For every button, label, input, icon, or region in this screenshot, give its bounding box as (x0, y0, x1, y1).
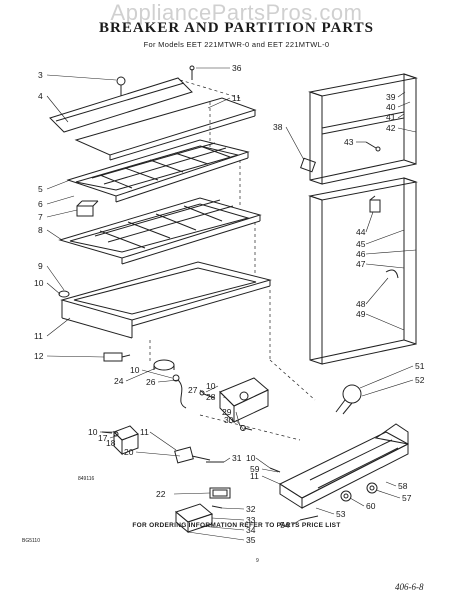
callout-51: 51 (415, 361, 425, 371)
callout-20: 20 (124, 447, 134, 457)
callout-40: 40 (386, 102, 396, 112)
callout-35: 35 (246, 535, 256, 545)
callout-48: 48 (356, 299, 366, 309)
part-10-bracket (58, 290, 70, 298)
part-28-housing (219, 377, 269, 424)
part-3-screw (116, 76, 126, 96)
callout-11d: 11 (250, 471, 259, 481)
callout-31: 31 (232, 453, 242, 463)
part-59-screw (269, 467, 281, 473)
handwritten-note: 406-6-8 (395, 582, 424, 592)
part-38-clip (300, 157, 316, 173)
part-12-connector (103, 352, 131, 362)
part-43-screw (365, 141, 381, 152)
part-8-partition-grille (58, 197, 262, 265)
callout-12: 12 (34, 351, 44, 361)
callout-17: 17 (98, 433, 108, 443)
diagram-subtitle: For Models EET 221MTWR-0 and EET 221MTWL… (143, 40, 330, 49)
callout-22: 22 (156, 489, 166, 499)
callout-10c: 10 (130, 365, 140, 375)
corner-code: BG5110 (22, 538, 40, 544)
callout-54: 54 (280, 520, 290, 530)
callout-46: 46 (356, 249, 366, 259)
callout-60: 60 (366, 501, 376, 511)
callout-10e: 10 (88, 427, 98, 437)
callout-59: 59 (250, 464, 260, 474)
callout-28: 28 (206, 392, 216, 402)
ordering-info-note: FOR ORDERING INFORMATION REFER TO PARTS … (132, 522, 341, 529)
callout-6: 6 (38, 199, 43, 209)
watermark: AppliancePartsPros.com (110, 0, 363, 25)
callout-11: 11 (34, 331, 43, 341)
part-39-upper-gasket (308, 73, 418, 185)
part-7-clip (76, 200, 99, 217)
callout-39: 39 (386, 92, 396, 102)
part-9-bottom-frame (60, 261, 272, 339)
callout-9: 9 (38, 261, 43, 271)
part-51-bulb (335, 384, 362, 415)
callout-18: 18 (106, 438, 116, 448)
callout-30: 30 (224, 415, 234, 425)
callout-3: 3 (38, 70, 43, 80)
callout-47: 47 (356, 259, 366, 269)
callout-41: 41 (386, 112, 396, 122)
part-upper-plate (74, 97, 257, 161)
part-4-frame (49, 77, 193, 133)
callout-52: 52 (415, 375, 425, 385)
callout-38: 38 (273, 122, 283, 132)
callout-8: 8 (38, 225, 43, 235)
callout-29: 29 (222, 407, 232, 417)
part-53-light-housing (278, 423, 410, 509)
part-20-switch (174, 446, 211, 464)
part-36-screw (189, 65, 195, 80)
callout-32: 32 (246, 504, 256, 514)
callout-26: 26 (146, 377, 156, 387)
part-44-lower-gasket (308, 177, 418, 365)
callout-7: 7 (38, 212, 43, 222)
callout-24: 24 (114, 376, 124, 386)
part-48-handle (385, 269, 399, 279)
callout-44: 44 (356, 227, 366, 237)
part-29-sensor (240, 425, 253, 431)
part-26-wiring (172, 374, 187, 409)
part-17-switch-housing (113, 425, 139, 456)
callout-45: 45 (356, 239, 366, 249)
callout-5: 5 (38, 184, 43, 194)
part-22-shield (209, 487, 231, 499)
part-32-screw (211, 505, 223, 509)
callout-43: 43 (344, 137, 354, 147)
part-57-bulb-socket (366, 482, 378, 494)
callout-10: 10 (34, 278, 44, 288)
part-54-screw (299, 515, 319, 521)
page-number: 9 (256, 558, 259, 564)
callout-53: 53 (336, 509, 346, 519)
part-24-cover (153, 359, 175, 371)
diagram-title: BREAKER AND PARTITION PARTS (98, 20, 374, 36)
part-60-socket (340, 490, 352, 502)
figure-code: 849116 (78, 476, 95, 482)
callout-49: 49 (356, 309, 366, 319)
callout-11b: 11 (232, 93, 241, 103)
callout-10d: 10 (206, 381, 216, 391)
callout-34: 34 (246, 525, 256, 535)
part-44-bracket (369, 195, 381, 213)
callout-4: 4 (38, 91, 43, 101)
callout-36: 36 (232, 63, 242, 73)
part-27-screw (199, 390, 215, 399)
callout-58: 58 (398, 481, 408, 491)
callout-10f: 10 (246, 453, 256, 463)
callout-27: 27 (188, 385, 198, 395)
callout-57: 57 (402, 493, 412, 503)
callout-11c: 11 (140, 427, 149, 437)
part-5-breaker-grille (66, 139, 250, 203)
callout-labels: 3 4 5 6 7 8 9 10 11 12 36 11 38 39 40 41… (34, 63, 425, 545)
callout-33: 33 (246, 515, 256, 525)
callout-42: 42 (386, 123, 396, 133)
